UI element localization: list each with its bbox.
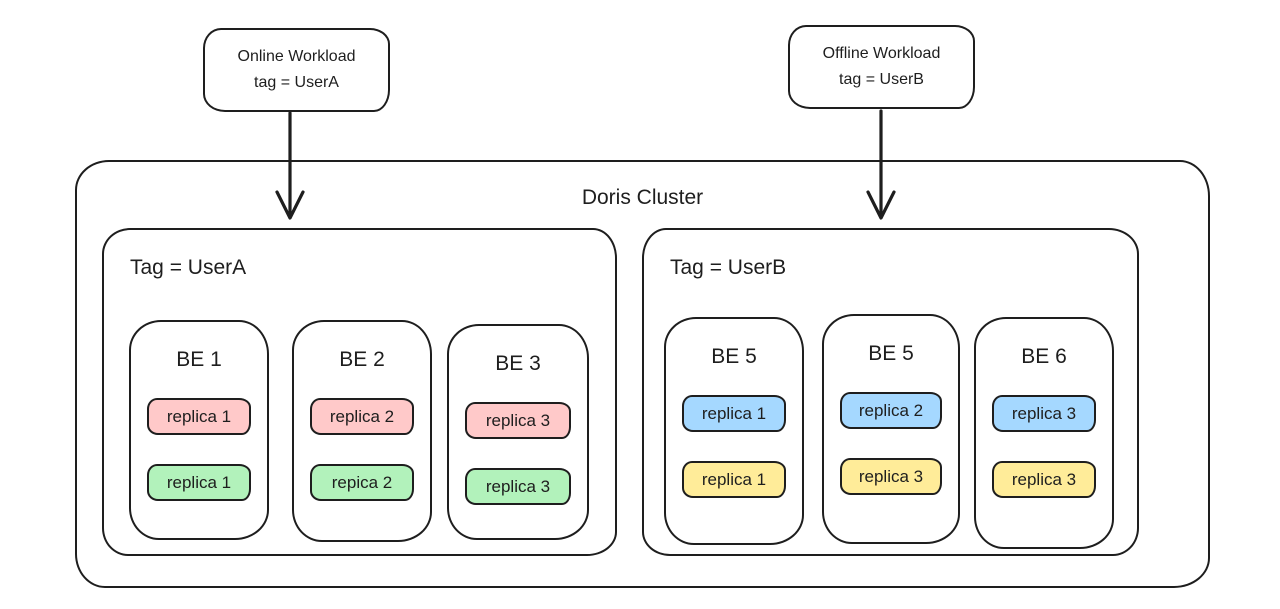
be-node-title: BE 6: [1021, 345, 1067, 368]
be-node-box: BE 5 replica 1 replica 1: [664, 317, 804, 545]
tag-userb-label: Tag = UserB: [670, 256, 787, 279]
replica-pill: replica 1: [682, 461, 786, 498]
replica-pill: replica 3: [840, 458, 942, 495]
be-node-title: BE 5: [711, 345, 757, 368]
replica-pill: replica 2: [310, 398, 414, 435]
replica-pill: replica 1: [147, 464, 251, 501]
replica-pill: repica 2: [310, 464, 414, 501]
online-workload-tag: tag = UserA: [254, 74, 339, 91]
be-node-box: BE 6 replica 3 replica 3: [974, 317, 1114, 549]
be-node-title: BE 5: [868, 342, 914, 365]
online-workload-box: Online Workload tag = UserA: [203, 28, 390, 112]
replica-pill: replica 3: [465, 468, 571, 505]
offline-workload-title: Offline Workload: [822, 45, 941, 62]
cluster-title: Doris Cluster: [581, 186, 704, 209]
be-node-title: BE 2: [339, 348, 385, 371]
replica-pill: replica 1: [147, 398, 251, 435]
replica-pill: replica 2: [840, 392, 942, 429]
replica-pill: replica 3: [992, 461, 1096, 498]
tag-usera-group-box: Tag = UserA BE 1 replica 1 replica 1 BE …: [102, 228, 617, 556]
offline-workload-box: Offline Workload tag = UserB: [788, 25, 975, 109]
offline-workload-tag: tag = UserB: [839, 71, 924, 88]
be-node-box: BE 2 replica 2 repica 2: [292, 320, 432, 542]
be-node-title: BE 3: [495, 352, 541, 375]
doris-cluster-box: Doris Cluster Tag = UserA BE 1 replica 1…: [75, 160, 1210, 588]
replica-pill: replica 3: [992, 395, 1096, 432]
replica-pill: replica 1: [682, 395, 786, 432]
tag-userb-group-box: Tag = UserB BE 5 replica 1 replica 1 BE …: [642, 228, 1139, 556]
be-node-box: BE 5 replica 2 replica 3: [822, 314, 960, 544]
be-node-box: BE 1 replica 1 replica 1: [129, 320, 269, 540]
replica-pill: replica 3: [465, 402, 571, 439]
be-node-box: BE 3 replica 3 replica 3: [447, 324, 589, 540]
tag-usera-label: Tag = UserA: [130, 256, 247, 279]
be-node-title: BE 1: [176, 348, 222, 371]
online-workload-title: Online Workload: [237, 48, 356, 65]
